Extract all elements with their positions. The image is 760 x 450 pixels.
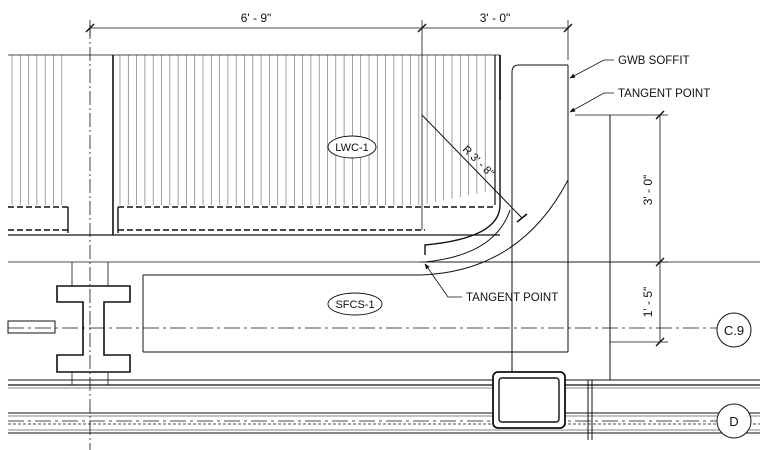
tag-sfcs-1-label: SFCS-1 — [335, 299, 374, 311]
leader-tangent-point-top: TANGENT POINT — [569, 88, 710, 113]
wall-lines-right — [575, 114, 668, 380]
grid-bubble-d: D — [716, 403, 752, 439]
hss-tube-column — [492, 371, 593, 440]
tag-lwc-1-label: LWC-1 — [335, 142, 368, 154]
radius-label: R 3' - 8" — [460, 144, 496, 180]
grid-bubble-c9: C.9 — [716, 312, 752, 348]
grid-label-d: D — [729, 414, 738, 429]
dimension-right-vertical: 3' - 0" 1' - 5" — [420, 110, 668, 347]
bottom-wall-assembly — [8, 379, 760, 434]
ceiling-region-outline — [8, 54, 760, 263]
tag-lwc-1: LWC-1 — [327, 135, 377, 159]
dimension-radius: R 3' - 8" — [421, 114, 528, 223]
dimension-height-lower: 1' - 5" — [641, 287, 655, 318]
grid-label-c9: C.9 — [724, 323, 744, 338]
dimension-height-upper: 3' - 0" — [641, 175, 655, 206]
note-tangent-point-top: TANGENT POINT — [618, 88, 710, 100]
dimension-width-right: 3' - 0" — [480, 11, 511, 25]
gwb-soffit-outline — [142, 55, 569, 372]
note-gwb-soffit: GWB SOFFIT — [618, 55, 690, 67]
dimension-top: 6' - 9" 3' - 0" — [85, 11, 573, 230]
dimension-width-left: 6' - 9" — [241, 11, 272, 25]
ceiling-slat-pattern — [11, 55, 486, 205]
beam-stub-left — [7, 320, 56, 334]
steel-column-i-beam — [56, 285, 131, 373]
note-tangent-point-bottom: TANGENT POINT — [466, 292, 558, 304]
leader-tangent-point-bottom: TANGENT POINT — [424, 263, 558, 304]
tag-sfcs-1: SFCS-1 — [327, 292, 383, 316]
leader-gwb-soffit: GWB SOFFIT — [569, 55, 690, 79]
ceiling-hidden-lines — [8, 206, 495, 233]
